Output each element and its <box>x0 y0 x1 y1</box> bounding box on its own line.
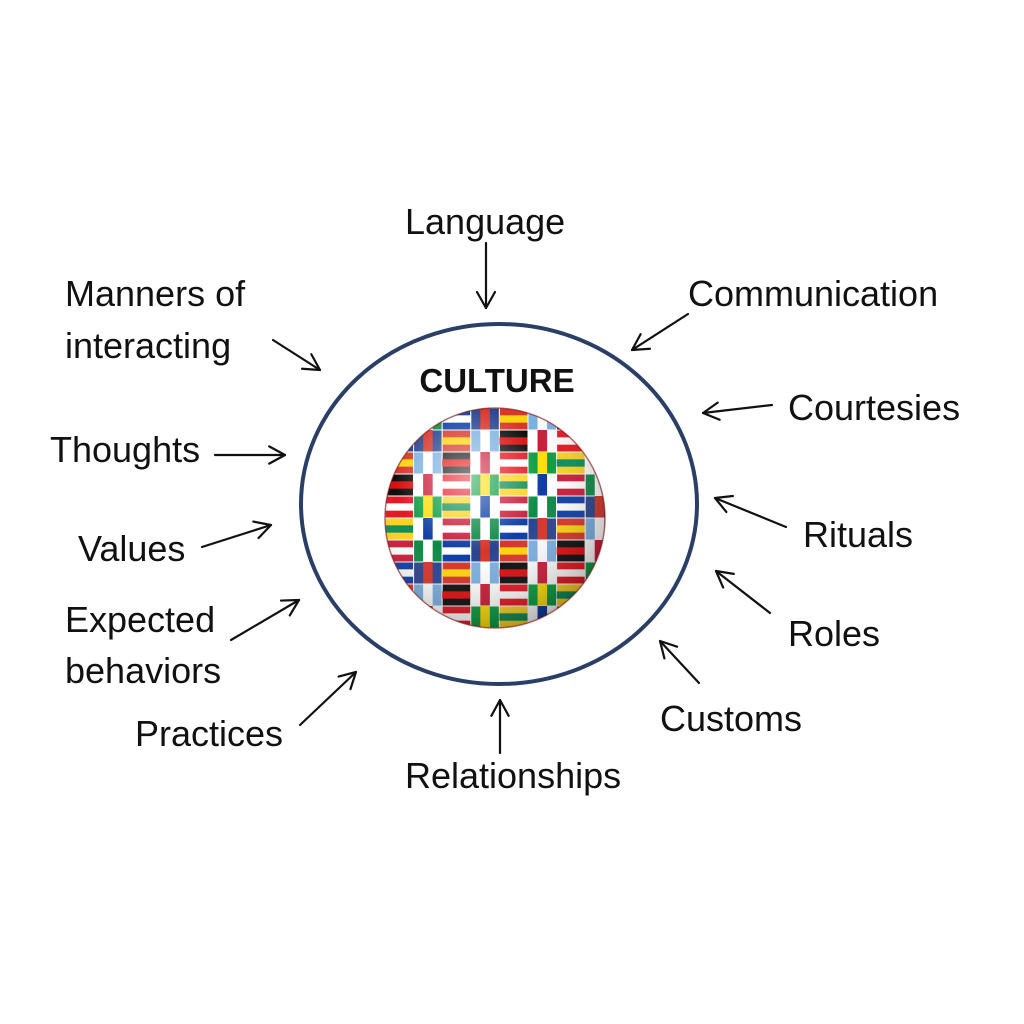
label-customs: Customs <box>660 698 802 739</box>
label-roles: Roles <box>788 613 880 654</box>
arrow-language <box>475 241 497 310</box>
label-communication: Communication <box>688 273 938 314</box>
label-courtesies: Courtesies <box>788 387 960 428</box>
label-manners-line2: interacting <box>65 325 231 366</box>
label-rituals: Rituals <box>803 514 913 555</box>
arrow-expected-behaviors <box>229 598 301 642</box>
arrow-roles <box>714 569 772 615</box>
arrow-communication <box>630 312 690 352</box>
label-thoughts: Thoughts <box>50 429 200 470</box>
arrow-courtesies <box>701 401 774 421</box>
label-expected-behaviors-line2: behaviors <box>65 650 221 691</box>
label-manners-line1: Manners of <box>65 273 246 314</box>
arrow-manners <box>271 338 322 372</box>
label-practices: Practices <box>135 713 283 754</box>
label-relationships: Relationships <box>405 755 621 796</box>
arrow-values <box>200 520 273 549</box>
arrow-customs <box>658 639 701 685</box>
culture-title: CULTURE <box>419 362 574 399</box>
label-expected-behaviors-line1: Expected <box>65 599 215 640</box>
label-values: Values <box>78 528 185 569</box>
arrow-relationships <box>490 698 510 755</box>
arrow-rituals <box>713 494 788 529</box>
label-language: Language <box>405 201 565 242</box>
arrow-practices <box>298 670 358 727</box>
arrow-thoughts <box>213 445 287 465</box>
